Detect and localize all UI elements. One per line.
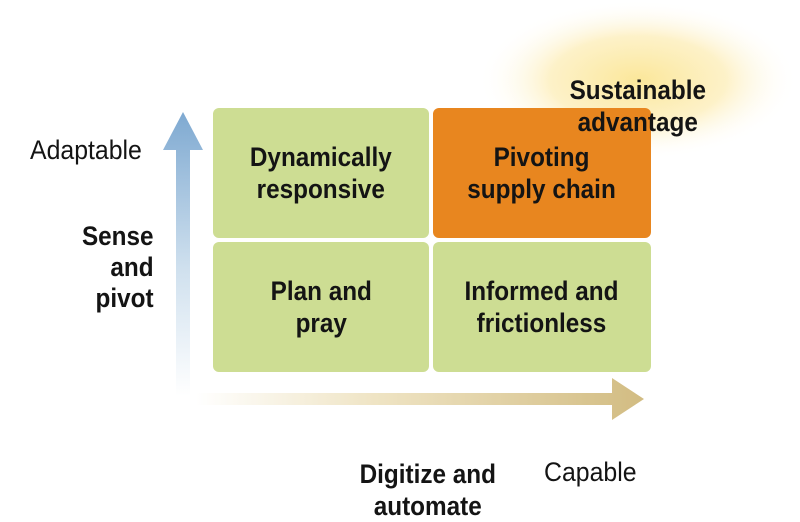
quadrant-label: Plan and pray (270, 276, 372, 338)
x-axis-title: Digitize and automate (359, 459, 497, 521)
quadrant-pivoting-supply-chain: Pivoting supply chain (433, 108, 651, 238)
quadrant-label: Dynamically responsive (250, 142, 392, 204)
x-axis-arrow (196, 378, 644, 420)
quadrant-label: Informed and frictionless (465, 276, 619, 338)
quadrant-informed-and-frictionless: Informed and frictionless (433, 242, 651, 372)
y-axis-arrow (163, 112, 203, 396)
quadrant-dynamically-responsive: Dynamically responsive (213, 108, 429, 238)
y-axis-title: Sense and pivot (82, 221, 154, 313)
y-axis-end-label: Adaptable (30, 135, 142, 165)
x-axis-end-label: Capable (544, 457, 637, 487)
quadrant-label: Pivoting supply chain (467, 142, 617, 204)
quadrant-plan-and-pray: Plan and pray (213, 242, 429, 372)
sustainable-advantage-label: Sustainable advantage (569, 75, 707, 137)
